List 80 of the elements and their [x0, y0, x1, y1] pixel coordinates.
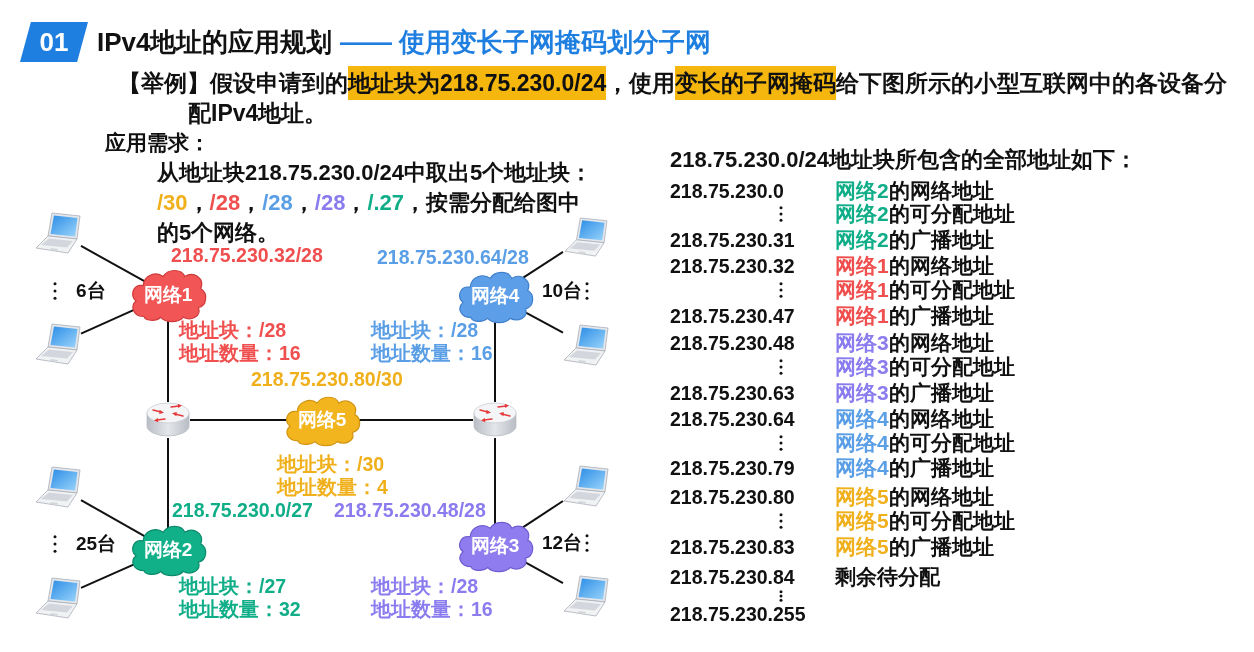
address-description: 网络3的网络地址: [835, 331, 994, 355]
address-description: 网络5的可分配地址: [835, 509, 1015, 533]
requirement-text: 从地址块218.75.230.0/24中取出5个地址块：/30，/28，/28，/28，/.27，按需分配给图中的5个网络。: [157, 159, 594, 247]
subnet-info: 地址数量：16: [179, 342, 301, 365]
network-name: 网络2: [143, 538, 193, 561]
host-count: 6台: [76, 279, 106, 303]
router-icon: [146, 402, 190, 438]
ip-address: 218.75.230.0: [670, 179, 784, 203]
address-description: 网络2的网络地址: [835, 179, 994, 203]
subnet-info: 地址数量：16: [371, 598, 493, 621]
subnet-info: 地址数量：16: [371, 342, 493, 365]
address-description: 网络2的广播地址: [835, 228, 994, 252]
host-count: 10台: [542, 279, 583, 303]
laptop-icon: [35, 577, 81, 619]
slide-subtitle: —— 使用变长子网掩码划分子网: [340, 26, 712, 58]
network-name: 网络5: [297, 409, 347, 431]
address-description: 网络5的广播地址: [835, 535, 994, 559]
host-count: 12台: [542, 531, 583, 555]
slide-title: IPv4地址的应用规划: [97, 26, 333, 58]
address-description: 网络4的可分配地址: [835, 431, 1015, 455]
connection-line: [80, 563, 135, 589]
ip-address: 218.75.230.79: [670, 456, 795, 480]
ip-address: 218.75.230.48: [670, 331, 795, 355]
connection-line: [167, 437, 169, 529]
connection-line: [494, 321, 496, 403]
subnet-info: 地址块：/28: [371, 575, 479, 598]
subnet-info: 地址块：/27: [179, 575, 287, 598]
connection-line: [80, 309, 135, 335]
address-description: 网络2的可分配地址: [835, 202, 1015, 226]
address-description: 网络4的广播地址: [835, 456, 994, 480]
address-description: 网络1的网络地址: [835, 254, 994, 278]
subnet-info: 地址数量：4: [277, 476, 388, 499]
address-description: 网络3的可分配地址: [835, 355, 1015, 379]
connection-line: [522, 250, 564, 279]
laptop-icon: [563, 324, 609, 366]
ip-address: 218.75.230.32: [670, 254, 795, 278]
connection-line: [167, 320, 169, 403]
laptop-icon: [35, 466, 81, 508]
laptop-icon: [563, 575, 609, 617]
connection-line: [80, 499, 146, 538]
ip-address: 218.75.230.83: [670, 535, 795, 559]
ip-address: 218.75.230.47: [670, 304, 795, 328]
connection-line: [521, 500, 564, 529]
subnet-address: 218.75.230.64/28: [377, 245, 529, 269]
subnet-address: 218.75.230.0/27: [172, 498, 313, 522]
connection-line: [358, 419, 474, 421]
address-description: 网络3的广播地址: [835, 381, 994, 405]
address-description: 网络1的可分配地址: [835, 278, 1015, 302]
host-count: 25台: [76, 532, 117, 556]
router-icon: [473, 402, 517, 438]
table-heading: 218.75.230.0/24地址块所包含的全部地址如下：: [670, 147, 1138, 173]
address-description: 网络1的广播地址: [835, 304, 994, 328]
ip-address: 218.75.230.84: [670, 565, 795, 589]
address-description: 剩余待分配: [835, 565, 940, 589]
ip-address: 218.75.230.255: [670, 602, 806, 626]
network-name: 网络3: [470, 534, 520, 557]
subnet-info: 地址数量：32: [179, 598, 301, 621]
connection-line: [524, 561, 564, 585]
subnet-address: 218.75.230.32/28: [171, 244, 323, 267]
subnet-address: 218.75.230.80/30: [251, 367, 403, 391]
laptop-icon: [35, 212, 81, 254]
laptop-icon: [563, 217, 609, 257]
connection-line: [494, 437, 496, 525]
connection-line: [80, 244, 146, 283]
laptop-icon: [563, 465, 609, 507]
network-name: 网络1: [143, 283, 193, 306]
network-name: 网络4: [470, 285, 520, 307]
ip-address: 218.75.230.64: [670, 407, 795, 431]
ip-address: 218.75.230.31: [670, 228, 795, 252]
address-description: 网络5的网络地址: [835, 485, 994, 509]
section-number: 01: [20, 22, 88, 62]
subnet-info: 地址块：/30: [277, 453, 385, 476]
subnet-info: 地址块：/28: [179, 319, 287, 342]
subnet-info: 地址块：/28: [371, 319, 479, 342]
subnet-address: 218.75.230.48/28: [334, 498, 486, 522]
ip-address: 218.75.230.63: [670, 381, 795, 405]
laptop-icon: [35, 323, 81, 365]
ip-address: 218.75.230.80: [670, 485, 795, 509]
address-description: 网络4的网络地址: [835, 407, 994, 431]
requirement-heading: 应用需求：: [105, 130, 210, 156]
